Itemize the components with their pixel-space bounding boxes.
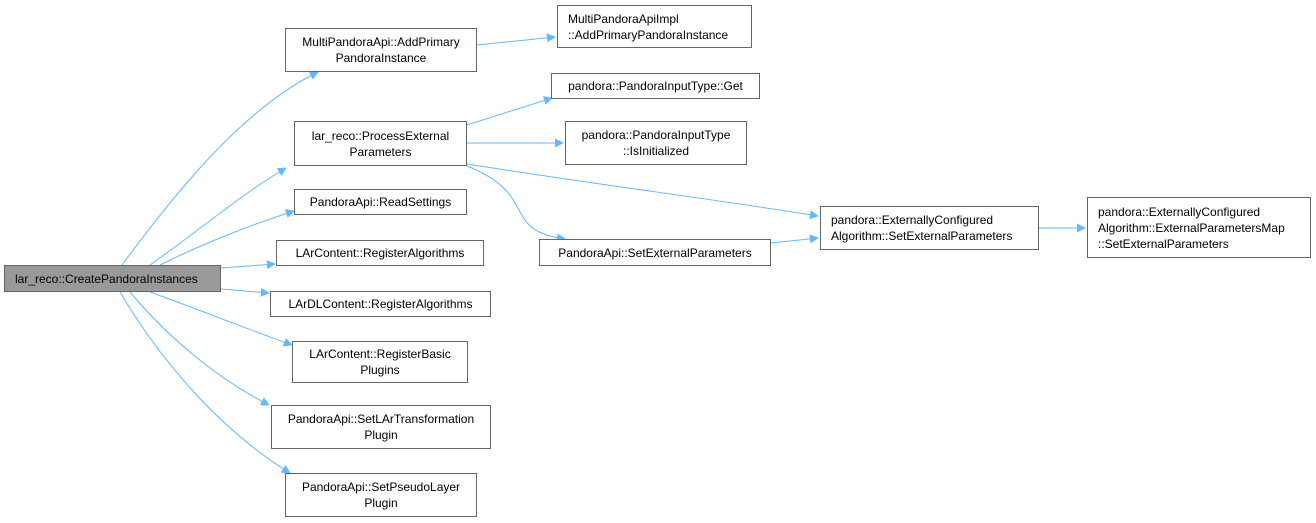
node-label-line: pandora::ExternallyConfigured — [1098, 204, 1261, 219]
node-label-line: PandoraApi::ReadSettings — [309, 195, 452, 209]
call-edge-root-to-setpseudo — [119, 291, 291, 474]
node-pandoraapi-set-lar-transformation-plugin[interactable]: PandoraApi::SetLArTransformation Plugin — [271, 405, 491, 449]
node-pandoraapi-read-settings[interactable]: PandoraApi::ReadSettings — [294, 189, 467, 215]
node-label-line: MultiPandoraApi::AddPrimary — [302, 35, 460, 49]
node-label-line: ::AddPrimaryPandoraInstance — [568, 27, 729, 42]
call-edge-root-to-dlreg — [220, 287, 270, 297]
call-edge-root-to-regalgs — [220, 260, 276, 270]
node-label-line: PandoraApi::SetExternalParameters — [558, 245, 752, 260]
node-label-line: LArContent::RegisterBasic — [309, 347, 451, 361]
node-label-line: ::IsInitialized — [622, 144, 690, 158]
node-label-line: pandora::PandoraInputType — [581, 128, 731, 142]
node-label-line: lar_reco::ProcessExternal — [311, 128, 450, 143]
node-label-line: ::SetExternalParameters — [1098, 236, 1229, 251]
node-label-line: lar_reco::CreatePandoraInstances — [15, 271, 198, 286]
node-label-line: Algorithm::ExternalParametersMap — [1098, 220, 1285, 235]
call-edge-root-to-settrans — [129, 291, 270, 406]
node-label-line: PandoraApi::SetPseudoLayer — [301, 480, 461, 494]
node-label-line: LArContent::RegisterAlgorithms — [295, 246, 465, 260]
call-edge-root-to-addprimary — [121, 71, 319, 266]
call-edge-procext-to-setext — [466, 165, 566, 243]
node-pandoraapi-set-external-parameters[interactable]: PandoraApi::SetExternalParameters — [539, 239, 771, 266]
node-label-line: Plugins — [360, 363, 400, 377]
call-edge-addprimary-to-impl — [476, 33, 556, 46]
call-edge-setext-to-extalg — [770, 234, 819, 244]
node-externally-configured-algorithm-set-external-parameters[interactable]: pandora::ExternallyConfigured Algorithm:… — [820, 206, 1039, 250]
call-edge-root-to-readsettings — [159, 209, 295, 266]
call-edge-procext-to-extalg — [466, 163, 819, 220]
node-lardlcontent-register-algorithms[interactable]: LArDLContent::RegisterAlgorithms — [270, 291, 491, 317]
call-edge-procext-to-inputget — [466, 96, 553, 126]
node-label-line: Plugin — [364, 428, 398, 442]
node-label-line: pandora::PandoraInputType::Get — [568, 79, 743, 93]
node-label-line: Algorithm::SetExternalParameters — [831, 229, 1013, 243]
node-multipandoraapiimpl-add-primary-pandora-instance[interactable]: MultiPandoraApiImpl ::AddPrimaryPandoraI… — [557, 5, 752, 48]
node-lar-reco-create-pandora-instances: lar_reco::CreatePandoraInstances — [4, 265, 221, 292]
node-larcontent-register-basic-plugins[interactable]: LArContent::RegisterBasic Plugins — [292, 341, 468, 383]
node-label-line: Plugin — [364, 496, 398, 510]
node-pandora-input-type-get[interactable]: pandora::PandoraInputType::Get — [551, 73, 760, 99]
node-label-line: MultiPandoraApiImpl — [568, 11, 679, 26]
node-label-line: LArDLContent::RegisterAlgorithms — [288, 297, 473, 311]
node-lar-reco-process-external-parameters[interactable]: lar_reco::ProcessExternal Parameters — [294, 121, 467, 166]
node-pandoraapi-set-pseudo-layer-plugin[interactable]: PandoraApi::SetPseudoLayer Plugin — [285, 473, 477, 517]
node-label-line: pandora::ExternallyConfigured — [831, 213, 994, 227]
node-label-line: PandoraApi::SetLArTransformation — [287, 412, 475, 426]
node-multipandoraapi-add-primary-pandora-instance[interactable]: MultiPandoraApi::AddPrimary PandoraInsta… — [285, 28, 477, 72]
node-label-line: PandoraInstance — [335, 51, 427, 65]
node-pandora-input-type-is-initialized[interactable]: pandora::PandoraInputType ::IsInitialize… — [565, 121, 747, 165]
node-external-parameters-map-set-external-parameters[interactable]: pandora::ExternallyConfigured Algorithm:… — [1087, 197, 1311, 258]
call-edge-root-to-processext — [149, 167, 287, 266]
node-label-line: Parameters — [349, 144, 412, 159]
node-larcontent-register-algorithms[interactable]: LArContent::RegisterAlgorithms — [276, 240, 484, 266]
call-edge-root-to-regbasic — [149, 291, 293, 347]
